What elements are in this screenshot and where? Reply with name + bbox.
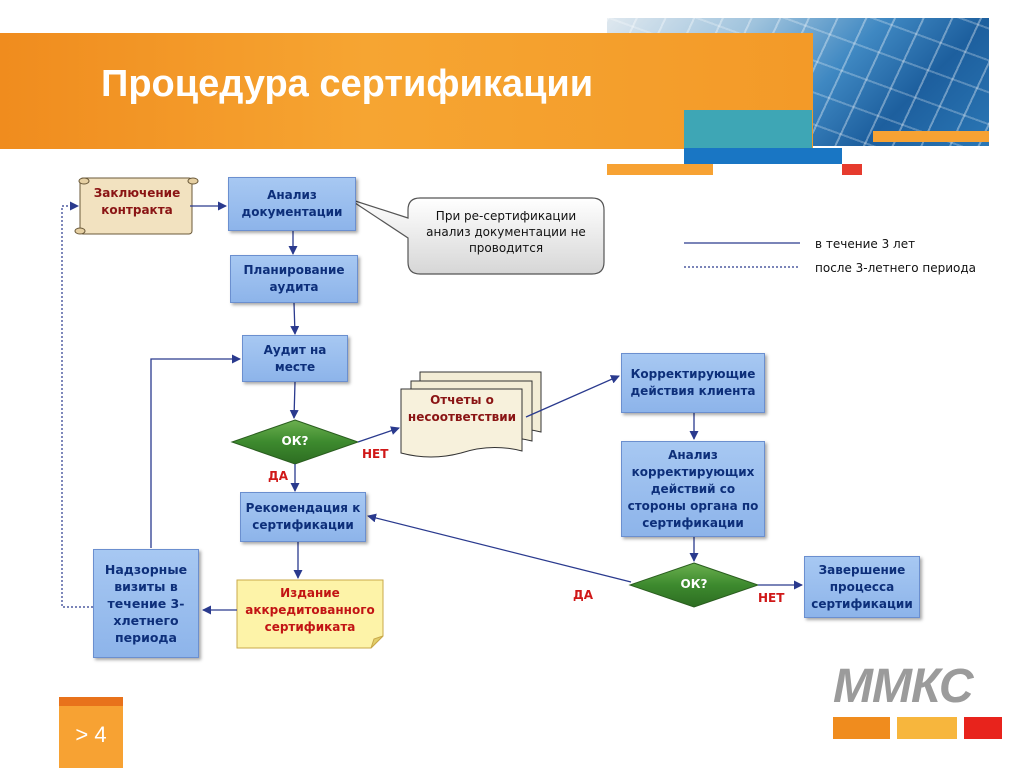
node-audit-planning: Планирование аудита bbox=[230, 255, 358, 303]
edge-label-ok1-yes: ДА bbox=[268, 469, 288, 483]
node-completion: Завершение процесса сертификации bbox=[804, 556, 920, 618]
node-corrective-actions: Корректирующие действия клиента bbox=[621, 353, 765, 413]
node-surveillance: Надзорные визиты в течение 3-хлетнего пе… bbox=[93, 549, 199, 658]
edge-surveillance-contract-dotted bbox=[61, 201, 93, 608]
node-nc-reports: Отчеты о несоответствии bbox=[407, 393, 517, 424]
node-doc-analysis: Анализ документации bbox=[228, 177, 356, 231]
page-number-box-top bbox=[59, 697, 123, 706]
edge-ok2-recommendation bbox=[367, 513, 632, 583]
edge-surveillance-audit bbox=[150, 354, 241, 548]
contract-scroll-shape bbox=[74, 177, 199, 235]
node-ok1: ОК? bbox=[281, 434, 309, 448]
edge-audit-ok1 bbox=[289, 381, 299, 419]
edge-ok1-reports bbox=[357, 426, 400, 443]
legend-dotted-label: после 3-летнего периода bbox=[815, 261, 976, 275]
header-blue-block bbox=[684, 148, 842, 164]
edge-reports-corrective bbox=[525, 375, 620, 418]
node-ok2: ОК? bbox=[680, 577, 708, 591]
header-orange-band bbox=[0, 33, 813, 149]
certificate-note-shape bbox=[236, 579, 384, 649]
node-recommendation: Рекомендация к сертификации bbox=[240, 492, 366, 542]
edge-label-ok2-yes: ДА bbox=[573, 588, 593, 602]
legend-solid-label: в течение 3 лет bbox=[815, 237, 916, 251]
mmks-logo: ММКС bbox=[833, 660, 974, 713]
node-issuance: Издание аккредитованного сертификата bbox=[245, 586, 375, 634]
edge-label-ok2-no: НЕТ bbox=[758, 591, 785, 605]
header-orange-strip bbox=[873, 131, 989, 142]
node-ca-analysis: Анализ корректирующих действий со сторон… bbox=[621, 441, 765, 537]
callout-bubble-shape bbox=[348, 197, 605, 275]
logo-square-yellow bbox=[897, 717, 957, 739]
header-red-square bbox=[842, 164, 862, 175]
header-teal-block bbox=[684, 110, 812, 150]
logo-square-red bbox=[964, 717, 1002, 739]
logo-square-orange bbox=[833, 717, 890, 739]
nc-reports-stack-shape bbox=[400, 371, 542, 458]
edge-planning-audit bbox=[290, 302, 300, 335]
slide-title: Процедура сертификации bbox=[101, 63, 594, 105]
node-onsite-audit: Аудит на месте bbox=[242, 335, 348, 382]
node-contract: Заключение контракта bbox=[93, 186, 181, 217]
page-number-box bbox=[59, 697, 123, 768]
edge-label-ok1-no: НЕТ bbox=[362, 447, 389, 461]
ok2-diamond-shape bbox=[628, 562, 760, 608]
page-number: > 4 bbox=[75, 722, 107, 747]
header-orange-strip-lower bbox=[607, 164, 713, 175]
callout-text: При ре-сертификации анализ документации … bbox=[426, 209, 586, 255]
